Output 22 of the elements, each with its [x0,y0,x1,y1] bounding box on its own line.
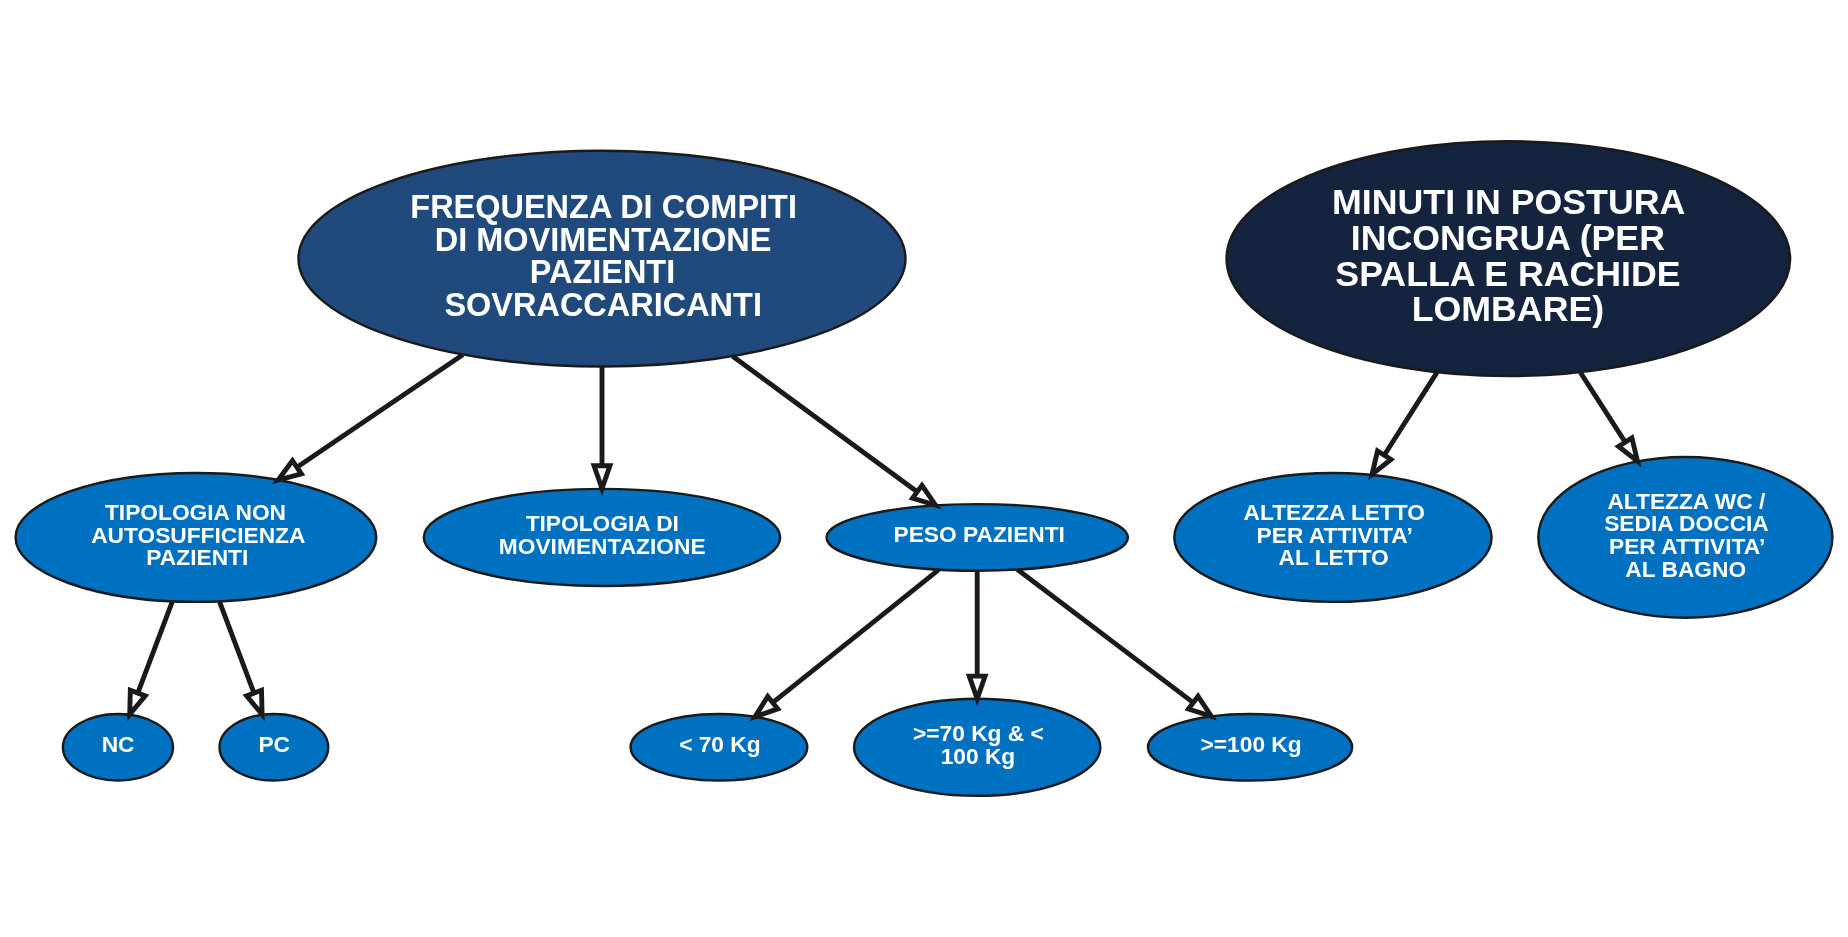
node-ellipse: >=70 Kg & < 100 Kg [852,697,1102,798]
node-ellipse: PC [218,712,330,782]
node-ellipse: PESO PAZIENTI [825,502,1130,572]
arrow [1016,567,1218,721]
arrow [1368,371,1440,481]
arrow [1578,371,1642,468]
node-ellipse: >=100 Kg [1146,712,1354,782]
arrow [731,354,942,510]
node-ellipse: < 70 Kg [629,712,809,782]
node-ellipse: NC [61,712,175,782]
arrow [749,568,941,722]
arrow [127,600,175,722]
node-ellipse: ALTEZZA LETTO PER ATTIVITA’ AL LETTO [1173,471,1493,604]
arrow [590,366,614,496]
node-ellipse: ALTEZZA WC / SEDIA DOCCIA PER ATTIVITA’ AL BAGNO [1537,455,1834,620]
arrow [217,600,265,722]
node-ellipse: FREQUENZA DI COMPITI DI MOVIMENTAZIONE PAZIENTI SOVRACCARICANTI [297,149,907,368]
arrow [965,570,989,707]
arrow [271,352,465,485]
node-ellipse: TIPOLOGIA DI MOVIMENTAZIONE [422,487,782,588]
node-ellipse: MINUTI IN POSTURA INCONGRUA (PER SPALLA E RACHIDE LOMBARE) [1225,140,1792,378]
node-ellipse: TIPOLOGIA NON AUTOSUFFICIENZA PAZIENTI [14,471,378,604]
